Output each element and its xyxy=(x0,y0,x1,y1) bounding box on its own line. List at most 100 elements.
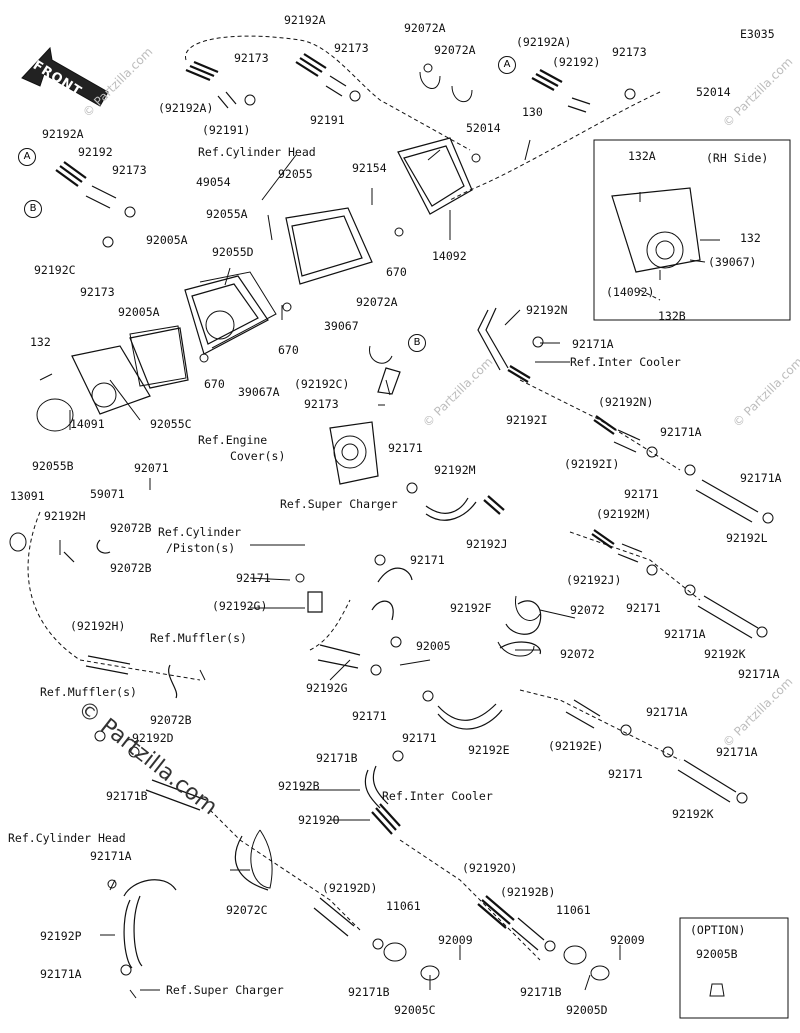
part-label: 92173 xyxy=(612,45,647,59)
part-label: 130 xyxy=(522,105,543,119)
part-label: 92171A xyxy=(660,425,702,439)
part-label: 92072 xyxy=(560,647,595,661)
part-label: 92191 xyxy=(310,113,345,127)
part-label: 92055A xyxy=(206,207,248,221)
ref-label: Ref.Muffler(s) xyxy=(150,631,247,645)
ref-label: Ref.Inter Cooler xyxy=(570,355,681,369)
part-label: 92171A xyxy=(664,627,706,641)
part-label: 92009 xyxy=(610,933,645,947)
part-label: 92171A xyxy=(738,667,780,681)
part-label: 92192C xyxy=(34,263,76,277)
part-label: 92072C xyxy=(226,903,268,917)
ref-label: Ref.Cylinder Head xyxy=(198,145,316,159)
part-label: 39067 xyxy=(324,319,359,333)
part-label: 92072B xyxy=(150,713,192,727)
ref-label: Ref.Super Charger xyxy=(280,497,398,511)
part-label: (92192O) xyxy=(462,861,518,875)
part-label: (92192N) xyxy=(598,395,654,409)
callout-b: B xyxy=(408,334,426,352)
part-label: 92171A xyxy=(572,337,614,351)
part-label: 92192J xyxy=(466,537,508,551)
part-label: 92171A xyxy=(716,745,758,759)
part-label: 92192G xyxy=(306,681,348,695)
part-label: 92192I xyxy=(506,413,548,427)
part-label: (92192B) xyxy=(500,885,556,899)
part-label: 39067A xyxy=(238,385,280,399)
part-label: (92192I) xyxy=(564,457,620,471)
part-label: (92191) xyxy=(202,123,251,137)
part-label: (92192C) xyxy=(294,377,350,391)
diagram-code: E3035 xyxy=(740,27,775,41)
part-label: 92192K xyxy=(704,647,746,661)
part-label: 92171 xyxy=(624,487,659,501)
part-label: 92171 xyxy=(410,553,445,567)
part-label: 52014 xyxy=(466,121,501,135)
part-label: 92005 xyxy=(416,639,451,653)
callout-b: B xyxy=(24,200,42,218)
part-label: 92192L xyxy=(726,531,768,545)
part-label: 59071 xyxy=(90,487,125,501)
part-label: 92071 xyxy=(134,461,169,475)
part-label: 92192K xyxy=(672,807,714,821)
option-part: 92005B xyxy=(696,947,738,961)
part-label: 92005D xyxy=(566,1003,608,1017)
part-label: 92192B xyxy=(278,779,320,793)
ref-label: Ref.Cylinder xyxy=(158,525,242,539)
part-label: 92173 xyxy=(234,51,269,65)
part-label: 132 xyxy=(740,231,761,245)
part-label: 92192A xyxy=(42,127,84,141)
part-label: 92192O xyxy=(298,813,340,827)
part-label: 13091 xyxy=(10,489,45,503)
part-label: 92173 xyxy=(304,397,339,411)
ref-label: Ref.Super Charger xyxy=(166,983,284,997)
part-label: 92171 xyxy=(352,709,387,723)
part-label: 92192A xyxy=(284,13,326,27)
part-label: 92171A xyxy=(740,471,782,485)
part-label: (92192D) xyxy=(322,881,378,895)
part-label: 92072 xyxy=(570,603,605,617)
part-label: (92192) xyxy=(552,55,601,69)
part-label: (92192M) xyxy=(596,507,652,521)
part-label: 92171A xyxy=(90,849,132,863)
part-label: 92005C xyxy=(394,1003,436,1017)
part-label: 11061 xyxy=(386,899,421,913)
part-label: (92192E) xyxy=(548,739,604,753)
part-label: 92072A xyxy=(356,295,398,309)
part-label: 670 xyxy=(204,377,225,391)
part-label: 92055B xyxy=(32,459,74,473)
part-label: 49054 xyxy=(196,175,231,189)
part-label: 132B xyxy=(658,309,686,323)
part-label: 670 xyxy=(386,265,407,279)
part-label: 14091 xyxy=(70,417,105,431)
part-label: (92192A) xyxy=(516,35,572,49)
part-label: 92171B xyxy=(520,985,562,999)
part-label: 92005A xyxy=(118,305,160,319)
part-label: 92173 xyxy=(80,285,115,299)
part-label: (92192A) xyxy=(158,101,214,115)
part-label: 92055C xyxy=(150,417,192,431)
part-label: 92072A xyxy=(404,21,446,35)
ref-label: Cover(s) xyxy=(230,449,286,463)
part-label: (92192J) xyxy=(566,573,622,587)
part-label: 92192N xyxy=(526,303,568,317)
part-label: (92192G) xyxy=(212,599,268,613)
part-label: (39067) xyxy=(708,255,757,269)
part-label: 92055D xyxy=(212,245,254,259)
callout-a: A xyxy=(498,56,516,74)
part-label: 11061 xyxy=(556,903,591,917)
ref-label: Ref.Muffler(s) xyxy=(40,685,137,699)
part-label: 92171 xyxy=(236,571,271,585)
part-label: 92171A xyxy=(646,705,688,719)
part-label: 92171 xyxy=(388,441,423,455)
part-label: 14092 xyxy=(432,249,467,263)
option-label: (OPTION) xyxy=(690,923,746,937)
part-label: 132 xyxy=(30,335,51,349)
part-label: 92171 xyxy=(402,731,437,745)
ref-label: Ref.Engine xyxy=(198,433,268,447)
part-label: 92192D xyxy=(132,731,174,745)
rh-side-label: (RH Side) xyxy=(706,151,769,165)
part-label: 92171A xyxy=(40,967,82,981)
part-label: 92005A xyxy=(146,233,188,247)
